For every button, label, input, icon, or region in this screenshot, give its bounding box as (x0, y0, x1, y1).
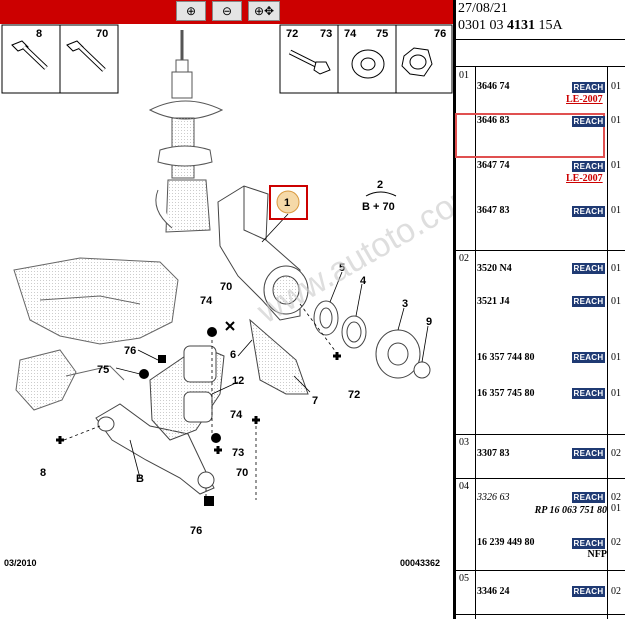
zoom-fit-icon: ⊕✥ (253, 4, 275, 18)
part-number: 3346 24 (477, 586, 510, 597)
zoom-in-icon: ⊕ (185, 4, 197, 18)
catalog-reference: 0301 03 4131 15A (458, 18, 563, 33)
footer-code: 00043362 (400, 558, 440, 568)
callout-76-bottom: 76 (190, 525, 202, 537)
fastener-box-left: 8 70 (1, 24, 119, 94)
le-2007-link[interactable]: LE-2007 (566, 94, 603, 105)
part-number: 16 357 744 80 (477, 352, 535, 363)
zoom-in-button[interactable]: ⊕ (176, 1, 206, 21)
part-number: 3646 83 (477, 115, 510, 126)
callout-72: 72 (348, 389, 360, 401)
part-qty: 01 (611, 263, 621, 274)
parts-diagram: 8 70 72 73 74 75 76 (0, 24, 453, 619)
part-qty: 02 (611, 492, 621, 503)
reach-badge: REACH (572, 586, 605, 597)
strut-assembly (148, 30, 224, 233)
callout-8: 8 (40, 467, 46, 479)
callout-b: B (136, 473, 144, 485)
fastener-box-right: 72 73 74 75 76 (279, 24, 453, 94)
part-number: 3326 63 (477, 492, 510, 503)
hub-bearing (313, 300, 431, 379)
callout-75: 75 (97, 364, 109, 376)
reach-badge: REACH (572, 116, 605, 127)
part-number: 3307 83 (477, 448, 510, 459)
callout-4: 4 (360, 275, 367, 287)
part-number: 16 357 745 80 (477, 388, 535, 399)
steering-knuckle (217, 185, 309, 395)
le-2007-link[interactable]: LE-2007 (566, 173, 603, 184)
catalog-date: 27/08/21 (458, 1, 508, 16)
part-number: 16 239 449 80 (477, 537, 535, 548)
replacement-part: RP 16 063 751 80 (534, 505, 607, 516)
callout-b-plus-70: B + 70 (362, 201, 395, 213)
fastener-label-8: 8 (36, 28, 42, 40)
part-number: 3521 J4 (477, 296, 510, 307)
replacement-qty: 01 (611, 503, 621, 514)
reach-badge: REACH (572, 161, 605, 172)
group-number: 04 (459, 481, 469, 492)
zoom-out-icon: ⊖ (221, 4, 233, 18)
callout-70-top: 70 (220, 281, 232, 293)
part-qty: 01 (611, 115, 621, 126)
selected-row-highlight (455, 113, 605, 158)
callout-7: 7 (312, 395, 318, 407)
parts-panel: 27/08/21 0301 03 4131 15A 01 3646 74 REA… (455, 0, 625, 619)
part-qty: 01 (611, 296, 621, 307)
callout-6: 6 (230, 349, 236, 361)
callout-1-highlight (269, 185, 308, 220)
reach-badge: REACH (572, 263, 605, 274)
part-qty: 01 (611, 388, 621, 399)
callout-1: 1 (284, 197, 290, 209)
diagram-toolbar: ⊕ ⊖ ⊕✥ (0, 0, 453, 24)
part-qty: 02 (611, 586, 621, 597)
part-note: NFP (587, 549, 607, 560)
fastener-label-74: 74 (344, 28, 357, 40)
part-number: 3520 N4 (477, 263, 512, 274)
reach-badge: REACH (572, 538, 605, 549)
callout-3: 3 (402, 298, 408, 310)
callout-1-marker[interactable] (276, 190, 300, 214)
callout-70-bottom: 70 (236, 467, 248, 479)
callout-9: 9 (426, 316, 432, 328)
part-qty: 02 (611, 537, 621, 548)
panel-divider (453, 0, 456, 619)
part-qty: 01 (611, 81, 621, 92)
footer-date: 03/2010 (4, 558, 37, 568)
subframe (13, 257, 179, 411)
fastener-label-73: 73 (320, 28, 332, 40)
part-qty: 01 (611, 160, 621, 171)
fastener-label-76: 76 (434, 28, 446, 40)
callout-73: 73 (232, 447, 244, 459)
group-number: 01 (459, 70, 469, 81)
group-number: 05 (459, 573, 469, 584)
group-number: 03 (459, 437, 469, 448)
fastener-label-72: 72 (286, 28, 298, 40)
part-number: 3646 74 (477, 81, 510, 92)
zoom-out-button[interactable]: ⊖ (212, 1, 242, 21)
part-number: 3647 74 (477, 160, 510, 171)
reach-badge: REACH (572, 352, 605, 363)
part-qty: 02 (611, 448, 621, 459)
fastener-label-75: 75 (376, 28, 388, 40)
lower-control-arm (95, 345, 225, 495)
reach-badge: REACH (572, 492, 605, 503)
callout-76-top: 76 (124, 345, 136, 357)
group-number: 02 (459, 253, 469, 264)
reach-badge: REACH (572, 82, 605, 93)
callout-2: 2 (377, 179, 383, 191)
reach-badge: REACH (572, 296, 605, 307)
callout-74-bottom: 74 (230, 409, 243, 421)
reach-badge: REACH (572, 388, 605, 399)
part-qty: 01 (611, 352, 621, 363)
fastener-markers (56, 321, 341, 506)
fastener-label-70: 70 (96, 28, 108, 40)
reach-badge: REACH (572, 448, 605, 459)
callout-5: 5 (339, 262, 345, 274)
reach-badge: REACH (572, 206, 605, 217)
zoom-fit-button[interactable]: ⊕✥ (248, 1, 280, 21)
callout-12: 12 (232, 375, 244, 387)
part-number: 3647 83 (477, 205, 510, 216)
part-qty: 01 (611, 205, 621, 216)
callout-74-top: 74 (200, 295, 213, 307)
